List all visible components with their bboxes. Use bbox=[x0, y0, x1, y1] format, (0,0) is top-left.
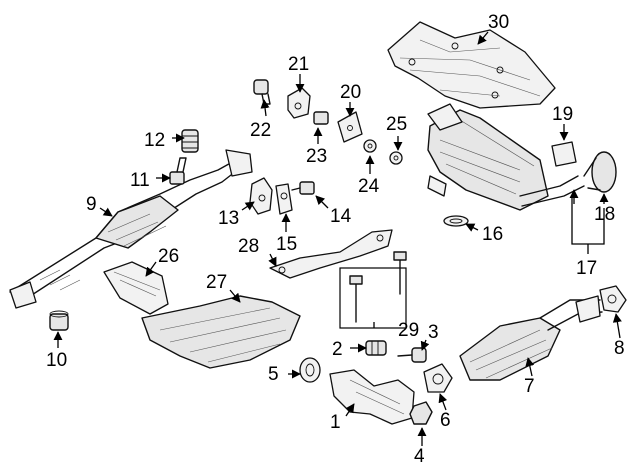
callout-5: 5 bbox=[268, 364, 279, 385]
catalytic-converter-7-drawing bbox=[459, 295, 603, 381]
callout-29: 29 bbox=[398, 320, 419, 341]
callout-13: 13 bbox=[218, 208, 239, 229]
callout-labels: 30 21 22 20 23 25 24 19 12 11 9 13 15 14… bbox=[46, 12, 625, 467]
callout-14: 14 bbox=[330, 206, 352, 227]
callout-12: 12 bbox=[144, 130, 165, 151]
manifold-pipe-1-drawing bbox=[329, 369, 415, 425]
muffler-assembly-drawing bbox=[427, 103, 617, 211]
callout-21: 21 bbox=[288, 54, 309, 75]
callout-27: 27 bbox=[206, 272, 227, 293]
callout-20: 20 bbox=[340, 82, 361, 103]
callout-25: 25 bbox=[386, 114, 407, 135]
nut-4-drawing bbox=[409, 401, 433, 425]
heat-shield-26-drawing bbox=[103, 261, 169, 315]
spring-12-drawing bbox=[181, 129, 199, 153]
callout-6: 6 bbox=[440, 410, 451, 431]
hanger-bracket-13-drawing bbox=[249, 177, 273, 215]
callout-23: 23 bbox=[306, 146, 327, 167]
spacer-23-drawing bbox=[313, 111, 329, 125]
callout-24: 24 bbox=[358, 176, 380, 197]
callout-8: 8 bbox=[614, 338, 625, 359]
hanger-15-drawing bbox=[275, 183, 293, 215]
stud-kit-29-drawing bbox=[339, 251, 407, 329]
washer-24-drawing bbox=[363, 139, 377, 153]
callout-7: 7 bbox=[524, 376, 535, 397]
callout-3: 3 bbox=[428, 322, 439, 343]
callout-22: 22 bbox=[250, 120, 271, 141]
gasket-16-drawing bbox=[443, 215, 469, 227]
spring-2-drawing bbox=[365, 340, 387, 356]
front-pipe-drawing bbox=[9, 149, 253, 309]
gasket-5-drawing bbox=[299, 357, 321, 383]
leader-lines bbox=[53, 31, 622, 446]
callout-1: 1 bbox=[330, 412, 341, 433]
callout-17: 17 bbox=[576, 258, 597, 279]
bracket-20-drawing bbox=[337, 111, 363, 143]
heat-shield-top-drawing bbox=[387, 21, 556, 109]
callout-11: 11 bbox=[130, 170, 150, 191]
bolt-14-drawing bbox=[291, 181, 315, 195]
callout-4: 4 bbox=[414, 446, 425, 467]
callout-30: 30 bbox=[488, 12, 509, 33]
bolt-22-drawing bbox=[253, 79, 271, 105]
bolt-3-drawing bbox=[397, 347, 427, 363]
callout-19: 19 bbox=[552, 104, 573, 125]
bracket-28-drawing bbox=[269, 229, 393, 279]
nut-10-drawing bbox=[49, 310, 69, 331]
washer-25-drawing bbox=[389, 151, 403, 165]
callout-16: 16 bbox=[482, 224, 503, 245]
callout-18: 18 bbox=[594, 204, 615, 225]
callout-9: 9 bbox=[86, 194, 97, 215]
gasket-8-drawing bbox=[599, 285, 627, 313]
callout-2: 2 bbox=[332, 339, 343, 360]
heat-shield-27-drawing bbox=[141, 295, 301, 369]
callout-10: 10 bbox=[46, 350, 67, 371]
callout-28: 28 bbox=[238, 236, 259, 257]
gasket-6-drawing bbox=[423, 363, 453, 393]
callout-15: 15 bbox=[276, 234, 297, 255]
heat-shield-19-drawing bbox=[551, 141, 577, 167]
callout-26: 26 bbox=[158, 246, 179, 267]
insulator-21-drawing bbox=[287, 87, 311, 119]
bolt-11-drawing bbox=[169, 157, 187, 185]
